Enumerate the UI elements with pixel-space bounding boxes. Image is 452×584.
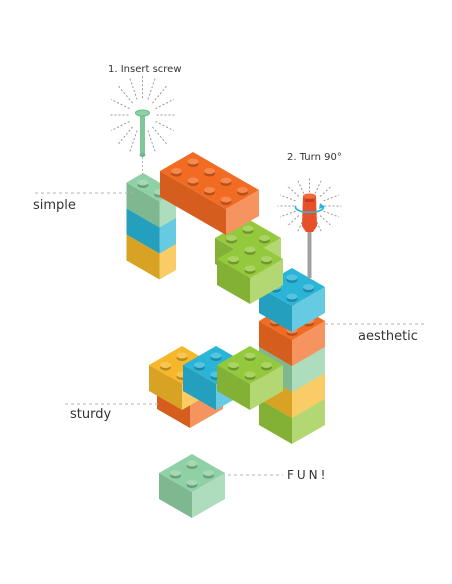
brick-mint-fun	[159, 454, 225, 518]
brick-green-sturdy	[217, 346, 283, 410]
simple-label: simple	[33, 198, 76, 213]
aesthetic-label: aesthetic	[358, 329, 418, 344]
screwdriver-icon	[277, 177, 342, 278]
step-turn-label: 2. Turn 90°	[287, 152, 342, 163]
rotation-arrow-icon	[294, 203, 325, 214]
sturdy-label: sturdy	[70, 407, 112, 422]
fun-label: FUN!	[287, 468, 329, 482]
brick-orange-long	[160, 152, 259, 235]
step-insert-screw-label: 1. Insert screw	[108, 64, 182, 75]
brick-green-connect	[217, 240, 283, 304]
screw-icon	[108, 74, 177, 175]
